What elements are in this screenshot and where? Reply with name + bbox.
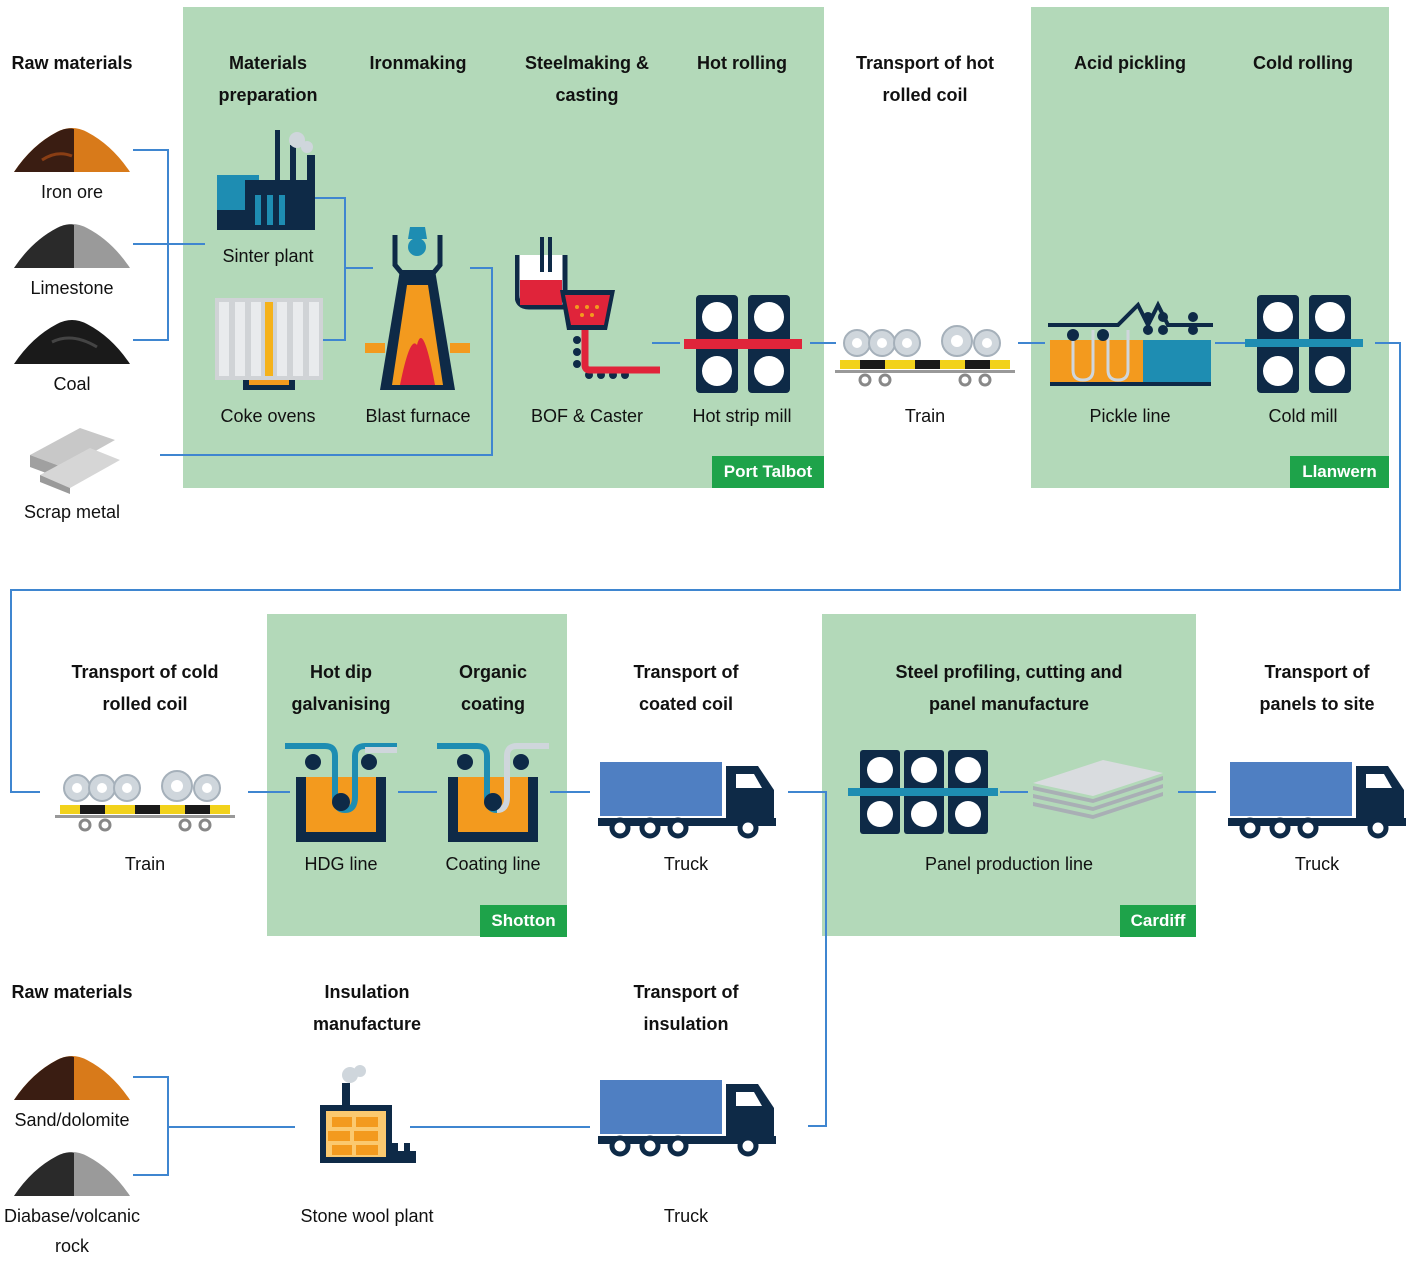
site-label-cardiff: Cardiff [1120,905,1196,937]
pickle-line-icon [1048,300,1213,386]
limestone-pile-icon [14,224,130,268]
scrap-metal-icon [30,428,120,494]
label-pickle-line: Pickle line [1089,406,1171,426]
label-truck-3: Truck [663,1206,709,1226]
heading-transport-panels: Transport of panels to site [1259,662,1375,714]
label-hot-strip-mill: Hot strip mill [692,406,792,426]
label-sand-dolomite: Sand/dolomite [14,1110,130,1130]
label-stone-wool-plant: Stone wool plant [300,1206,434,1226]
train-cold-coil-icon [55,770,235,832]
heading-transport-cold: Transport of cold rolled coil [71,662,219,714]
heading-transport-insulation: Transport of insulation [633,982,739,1034]
sand-pile-icon [14,1056,130,1100]
cold-mill-icon [1245,295,1363,393]
zone-shotton [267,614,567,936]
train-hot-coil-icon [835,325,1015,387]
iron-ore-pile-icon [14,128,130,172]
heading-cold-rolling: Cold rolling [1253,53,1353,73]
site-label-port-talbot: Port Talbot [712,456,824,488]
stone-wool-plant-icon [320,1065,416,1163]
heading-ironmaking: Ironmaking [369,53,467,73]
truck-coated-coil-icon [598,762,776,839]
heading-transport-coated: Transport of coated coil [633,662,739,714]
sinter-plant-icon [217,130,315,230]
coal-pile-icon [14,320,130,364]
heading-raw-materials: Raw materials [11,53,133,73]
diabase-pile-icon [14,1152,130,1196]
hdg-line-icon [285,743,397,842]
coating-line-icon [437,743,549,842]
heading-insulation: Insulation manufacture [312,982,422,1034]
heading-hot-rolling: Hot rolling [697,53,787,73]
label-diabase: Diabase/volcanic rock [3,1206,141,1256]
label-hdg-line: HDG line [304,854,378,874]
hot-strip-mill-icon [684,295,802,393]
label-limestone: Limestone [30,278,114,298]
label-bof-caster: BOF & Caster [530,406,644,426]
label-scrap-metal: Scrap metal [23,502,121,522]
label-sinter-plant: Sinter plant [222,246,314,266]
zone-port-talbot [183,7,824,488]
label-blast-furnace: Blast furnace [365,406,471,426]
heading-hot-dip: Hot dip galvanising [291,662,391,714]
coke-ovens-icon [215,298,323,390]
label-truck-1: Truck [663,854,709,874]
heading-steelmaking: Steelmaking & casting [524,53,650,105]
heading-transport-hot: Transport of hot rolled coil [856,53,994,105]
heading-raw-materials-2: Raw materials [11,982,133,1002]
truck-panels-icon [1228,762,1406,839]
label-cold-mill: Cold mill [1268,406,1338,426]
heading-materials-preparation: Materials preparation [218,53,318,105]
label-truck-2: Truck [1294,854,1340,874]
site-label-llanwern: Llanwern [1290,456,1389,488]
label-coke-ovens: Coke ovens [220,406,316,426]
truck-insulation-icon [598,1080,776,1157]
label-train-1: Train [904,406,946,426]
site-label-shotton: Shotton [480,905,567,937]
blast-furnace-icon [365,227,470,390]
panel-production-line-icon [848,750,1163,834]
label-coating-line: Coating line [445,854,541,874]
heading-acid-pickling: Acid pickling [1073,53,1187,73]
heading-profiling: Steel profiling, cutting and panel manuf… [895,662,1123,714]
heading-organic: Organic coating [458,662,528,714]
label-coal: Coal [53,374,91,394]
bof-caster-icon [515,237,660,379]
label-iron-ore: Iron ore [40,182,104,202]
label-train-2: Train [124,854,166,874]
zone-llanwern [1031,7,1389,488]
label-panel-production: Panel production line [924,854,1094,874]
